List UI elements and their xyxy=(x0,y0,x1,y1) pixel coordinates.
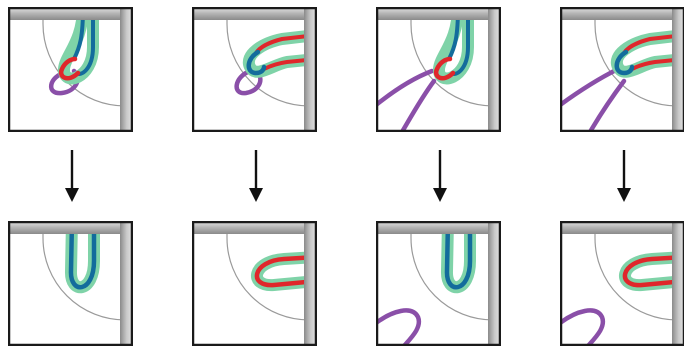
down-arrow-icon xyxy=(614,150,634,204)
panel-1-before xyxy=(8,7,133,132)
panel-2-after xyxy=(192,221,317,346)
panel-2-before xyxy=(192,7,317,132)
panel-1-after xyxy=(8,221,133,346)
down-arrow-icon xyxy=(62,150,82,204)
panel-4-before xyxy=(560,7,684,132)
panel-4-after xyxy=(560,221,684,346)
panel-3-before xyxy=(376,7,501,132)
down-arrow-icon xyxy=(246,150,266,204)
panel-3-after xyxy=(376,221,501,346)
down-arrow-icon xyxy=(430,150,450,204)
